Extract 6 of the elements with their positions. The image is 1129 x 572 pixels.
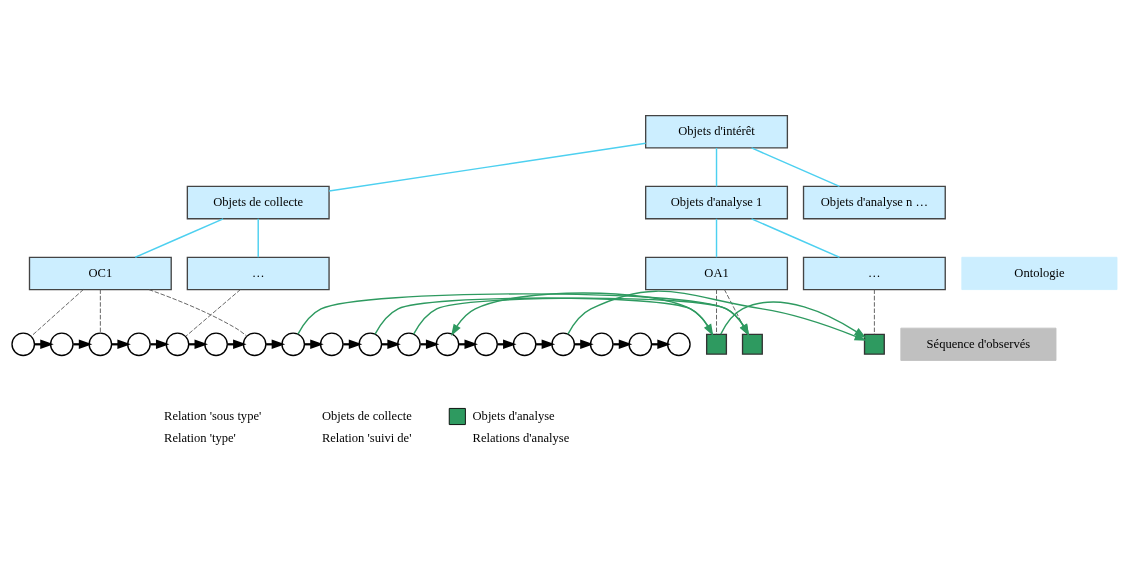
legend-label: Relation 'type': [164, 431, 236, 446]
legend-label: Relations d'analyse: [472, 431, 570, 446]
legend-label: Objets de collecte: [321, 408, 412, 423]
legend-label: Objets d'analyse: [472, 408, 555, 423]
legend-label: Relation 'sous type': [164, 408, 262, 423]
legend-label: Relation 'suivi de': [321, 431, 412, 446]
